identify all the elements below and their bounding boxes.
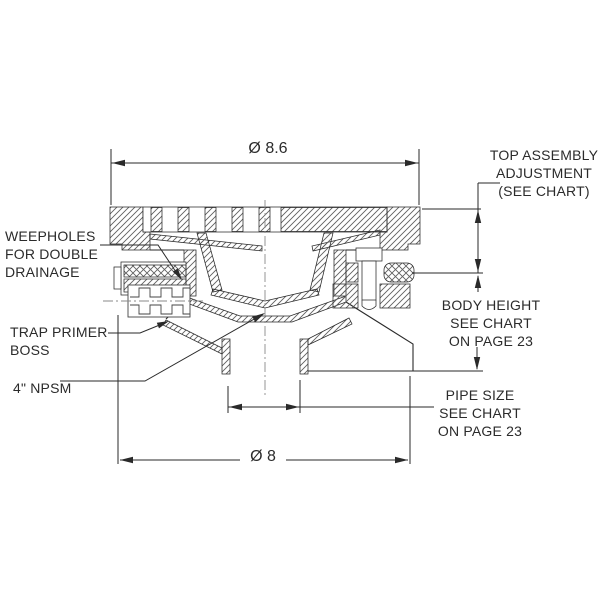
clamp-bolt (355, 247, 383, 310)
npsm-label: 4" NPSM (13, 380, 72, 396)
drain-body (113, 249, 415, 372)
body-height-line1: BODY HEIGHT (441, 297, 541, 313)
trap-primer-boss-label: TRAP PRIMER BOSS (10, 323, 108, 359)
top-assembly-adjustment-label: TOP ASSEMBLY ADJUSTMENT (SEE CHART) (488, 146, 600, 200)
centerlines (103, 200, 266, 398)
weepholes-label: WEEPHOLES FOR DOUBLE DRAINAGE (5, 227, 98, 281)
leader-lines (60, 244, 265, 382)
outlet-pipe (221, 338, 309, 375)
bottom-diameter-dimension: Ø 8 (250, 448, 276, 465)
weepholes-line1: WEEPHOLES (5, 228, 96, 244)
pipe-size-line3: ON PAGE 23 (437, 423, 523, 439)
top-assembly-line1: TOP ASSEMBLY (489, 147, 599, 163)
body-height-line2: SEE CHART (450, 315, 532, 331)
top-assembly-line2: ADJUSTMENT (495, 165, 593, 181)
trap-primer-line2: BOSS (10, 342, 50, 358)
trap-primer-line1: TRAP PRIMER (10, 324, 108, 340)
dimension-lines (110, 149, 500, 464)
pipe-size-label: PIPE SIZE SEE CHART ON PAGE 23 (425, 386, 535, 440)
pipe-size-line1: PIPE SIZE (445, 387, 515, 403)
top-diameter-dimension: Ø 8.6 (248, 140, 288, 157)
body-height-label: BODY HEIGHT SEE CHART ON PAGE 23 (436, 296, 546, 350)
top-flange-grate (109, 206, 421, 252)
weepholes-line3: DRAINAGE (5, 264, 80, 280)
body-height-line3: ON PAGE 23 (448, 333, 534, 349)
top-assembly-line3: (SEE CHART) (498, 183, 590, 199)
pipe-size-line2: SEE CHART (439, 405, 521, 421)
weepholes-line2: FOR DOUBLE (5, 246, 99, 262)
